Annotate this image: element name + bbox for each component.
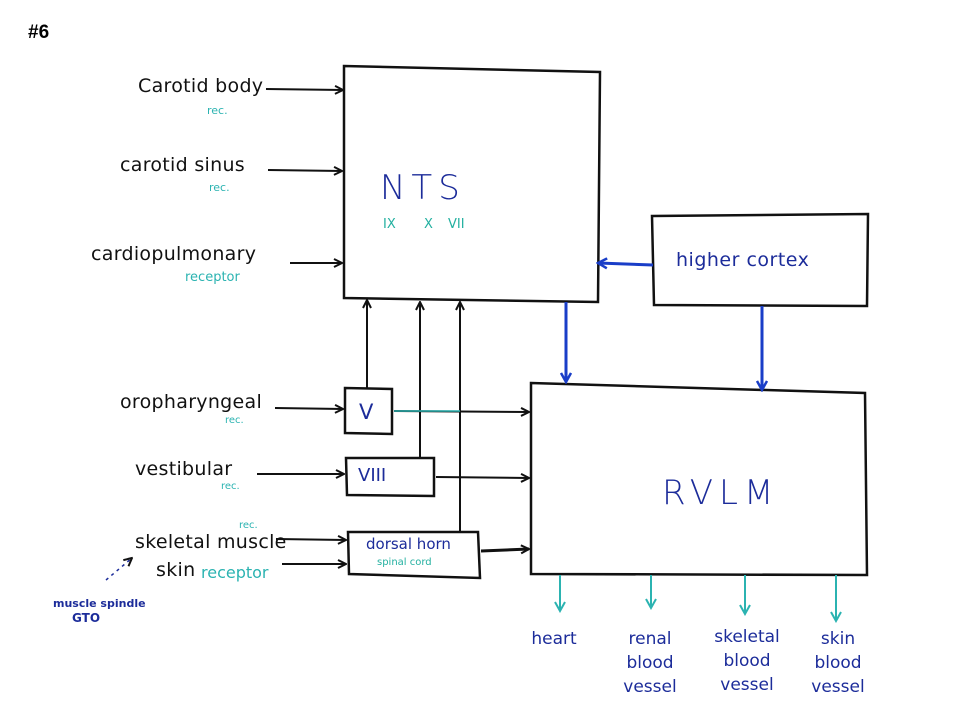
nts-nerve-vii: VII <box>448 217 465 232</box>
rvlm-box <box>529 381 869 577</box>
label-cardiopulmonary: cardiopulmonary <box>91 243 257 265</box>
output-skeletal-blood-vessel: skeletal blood vessel <box>712 625 782 697</box>
output-renal-blood-vessel: renal blood vessel <box>620 627 680 699</box>
label-skeletal-muscle: skeletal muscle <box>135 531 287 553</box>
label-cardiopulmonary-receptor: receptor <box>185 270 240 285</box>
output-skin-line-2: blood <box>814 653 862 673</box>
nts-nerve-ix: IX <box>383 217 396 232</box>
label-carotid-sinus-rec: rec. <box>209 181 230 194</box>
arrow-skeletal-dorsal <box>275 539 346 540</box>
label-carotid-body: Carotid body <box>138 75 264 97</box>
label-skin: skin <box>156 559 196 581</box>
label-carotid-sinus: carotid sinus <box>120 154 245 176</box>
arrow-dorsal-horn-rvlm <box>480 549 529 551</box>
output-skeletal-line-2: blood <box>723 651 771 671</box>
nts-nerve-x: X <box>424 217 433 232</box>
arrow-oropharyngeal-v <box>274 408 343 409</box>
label-vestibular-rec: rec. <box>221 481 240 492</box>
label-oropharyngeal-rec: rec. <box>225 415 244 426</box>
viii-box <box>344 456 436 498</box>
label-oropharyngeal: oropharyngeal <box>120 391 263 413</box>
spinal-cord-label: spinal cord <box>377 557 432 568</box>
nts-box <box>342 64 602 304</box>
label-skeletal-muscle-rec: rec. <box>239 520 258 531</box>
v-label: V <box>359 400 374 424</box>
arrow-muscle-spindle <box>105 558 132 581</box>
label-gto: GTO <box>72 611 101 625</box>
slide-number: #6 <box>28 22 50 43</box>
label-muscle-spindle: muscle spindle <box>53 597 146 610</box>
output-renal-line-3: vessel <box>623 677 677 697</box>
dorsal-horn-label: dorsal horn <box>366 535 451 553</box>
label-skin-receptor: receptor <box>201 563 269 582</box>
output-skin-line-1: skin <box>820 629 856 649</box>
v-box <box>343 386 394 436</box>
label-vestibular: vestibular <box>135 458 233 480</box>
output-heart-line-1: heart <box>531 629 577 649</box>
rvlm-label: RVLM <box>662 473 780 513</box>
dorsal-horn-box <box>346 530 482 580</box>
arrow-carotid-body-nts <box>265 89 343 90</box>
nts-label: NTS <box>380 168 466 208</box>
output-skin-line-3: vessel <box>811 677 865 697</box>
output-renal-line-1: renal <box>628 629 672 649</box>
arrow-viii-rvlm <box>435 477 529 478</box>
arrow-carotid-sinus-nts <box>267 170 342 171</box>
label-carotid-body-rec: rec. <box>207 104 228 117</box>
output-skeletal-line-3: vessel <box>720 675 774 695</box>
higher-cortex-label: higher cortex <box>676 249 810 271</box>
output-skin-blood-vessel: skin blood vessel <box>810 627 866 699</box>
output-skeletal-line-1: skeletal <box>714 627 780 647</box>
viii-label: VIII <box>358 465 387 486</box>
arrow-cortex-nts <box>598 263 654 265</box>
output-renal-line-2: blood <box>626 653 674 673</box>
higher-cortex-box <box>650 212 870 308</box>
output-heart: heart <box>528 627 580 651</box>
